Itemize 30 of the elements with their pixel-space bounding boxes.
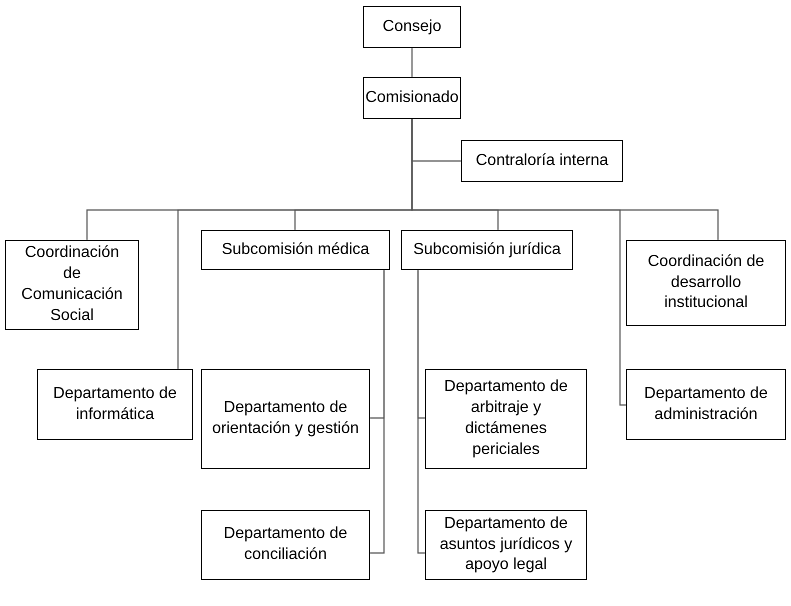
connector-line bbox=[411, 48, 413, 77]
unit-name: Coordinación de Comunicación Social bbox=[20, 243, 124, 326]
org-unit-box bbox=[626, 369, 786, 440]
unit-name: Consejo bbox=[382, 16, 442, 37]
org-unit-box bbox=[201, 510, 370, 580]
org-unit-box bbox=[461, 140, 623, 182]
unit-name: Departamento de orientación y gestión bbox=[211, 398, 360, 439]
unit-name: Contraloría interna bbox=[476, 150, 608, 171]
unit-name: Subcomisión jurídica bbox=[413, 240, 561, 260]
org-unit-box bbox=[5, 240, 139, 330]
connector-line bbox=[411, 119, 719, 240]
org-unit-box bbox=[363, 77, 461, 119]
unit-name: Departamento de arbitraje y dictámenes periciales bbox=[443, 377, 569, 460]
unit-name: Comisionado bbox=[365, 88, 459, 108]
org-unit-box bbox=[201, 230, 390, 270]
org-unit-box bbox=[401, 230, 573, 270]
org-unit-box bbox=[626, 240, 786, 326]
unit-name: Departamento de conciliación bbox=[222, 524, 348, 565]
org-unit-box bbox=[363, 6, 461, 48]
unit-name: Departamento de asuntos jurídicos y apoyo legal bbox=[438, 514, 574, 576]
unit-name: Departamento de administración bbox=[643, 384, 769, 424]
connector-line bbox=[417, 270, 425, 554]
org-unit-box bbox=[425, 510, 587, 580]
unit-name: Coordinación de desarrollo institucional bbox=[646, 252, 766, 314]
unit-name: Departamento de informática bbox=[52, 384, 178, 424]
connector-line bbox=[370, 270, 385, 554]
org-unit-box bbox=[201, 369, 370, 469]
unit-name: Subcomisión médica bbox=[222, 240, 370, 260]
org-unit-box bbox=[425, 369, 587, 469]
org-unit-box bbox=[37, 369, 193, 440]
